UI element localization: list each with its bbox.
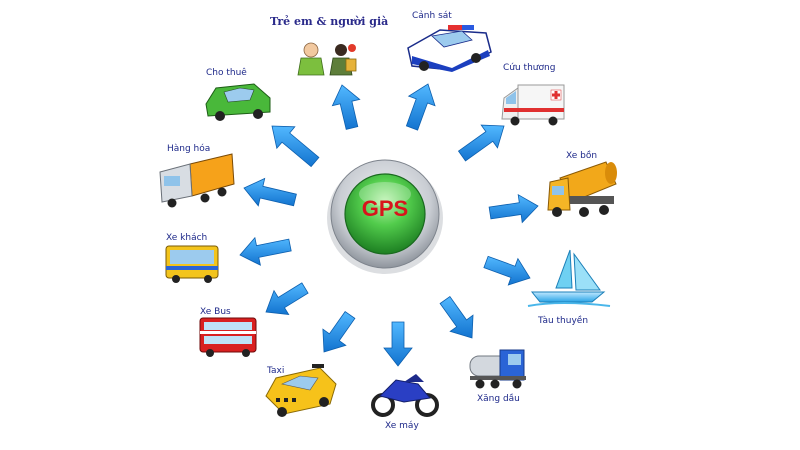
motorbike-icon <box>371 374 439 417</box>
arrow-elderly <box>331 84 361 130</box>
label-taxi: Taxi <box>267 366 285 376</box>
cement-mixer-truck-icon <box>547 161 617 217</box>
label-rental: Cho thuê <box>206 68 247 78</box>
gps-center-button <box>327 159 443 274</box>
arrow-taxi <box>322 311 356 353</box>
arrow-boat <box>483 255 531 286</box>
label-children-and-elderly: Trẻ em & người già <box>270 15 389 28</box>
arrow-police <box>405 83 436 131</box>
label-bus: Xe Bus <box>200 307 231 317</box>
label-motorbike: Xe máy <box>385 421 419 431</box>
arrow-motorbike <box>383 321 413 367</box>
fuel-tanker-truck-icon <box>469 349 526 389</box>
label-mixer-truck: Xe bồn <box>566 151 598 161</box>
label-boat: Tàu thuyền <box>538 316 589 326</box>
arrow-bus <box>265 282 309 315</box>
arrow-rental <box>271 125 320 168</box>
children-and-elderly-icon <box>297 42 357 76</box>
label-coach: Xe khách <box>166 233 208 243</box>
arrow-ambulance <box>457 124 505 162</box>
arrow-tanker <box>439 295 474 339</box>
ambulance-icon <box>501 84 565 126</box>
rental-car-icon <box>205 83 271 121</box>
double-decker-bus-icon <box>199 317 257 357</box>
arrow-mixer <box>488 193 539 224</box>
sailboat-icon <box>527 249 611 307</box>
label-cargo: Hàng hóa <box>167 144 211 154</box>
police-car-icon <box>407 25 492 72</box>
cargo-truck-icon <box>159 153 235 208</box>
taxi-icon <box>265 364 337 417</box>
label-fuel-tanker: Xăng dầu <box>477 394 520 404</box>
arrow-cargo <box>243 177 297 207</box>
gps-label: GPS <box>361 196 409 221</box>
label-police: Cảnh sát <box>412 11 452 21</box>
arrows-group <box>239 83 539 367</box>
label-ambulance: Cứu thương <box>503 63 556 73</box>
arrow-coach <box>239 236 292 266</box>
coach-bus-icon <box>165 245 219 283</box>
